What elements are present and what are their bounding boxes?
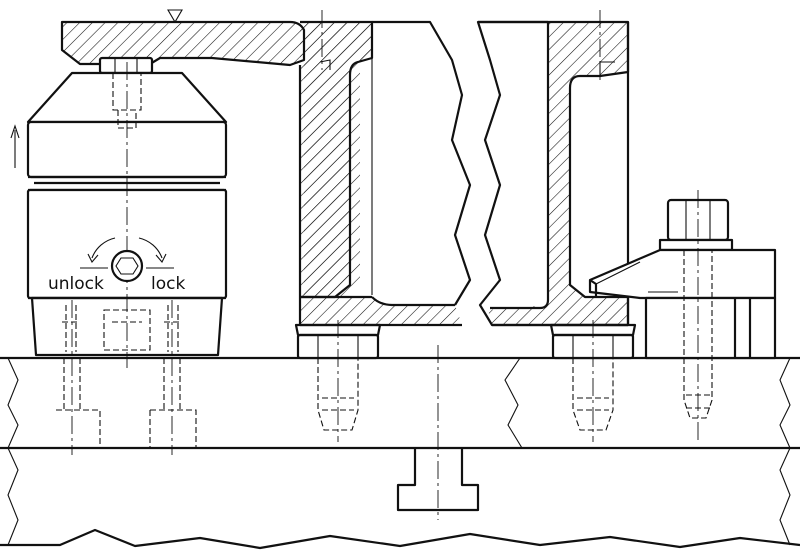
strap-clamp	[588, 190, 777, 440]
table-hidden-bolts-left	[56, 300, 197, 455]
lock-label: lock	[151, 274, 185, 294]
support-nut-left	[294, 320, 382, 442]
rotate-ccw-arrow-icon	[91, 237, 116, 259]
machine-table	[0, 345, 800, 550]
triangle-surface-mark-icon	[167, 9, 183, 24]
work-support-cylinder	[26, 56, 228, 368]
rotate-cw-arrow-icon	[138, 237, 163, 259]
unlock-label: unlock	[48, 274, 104, 294]
rotate-ccw-arrowhead	[87, 253, 99, 263]
up-arrow-icon	[10, 124, 20, 168]
rotate-cw-arrowhead	[155, 253, 167, 263]
support-nut-right	[549, 320, 637, 442]
hex-socket-icon	[110, 249, 144, 283]
